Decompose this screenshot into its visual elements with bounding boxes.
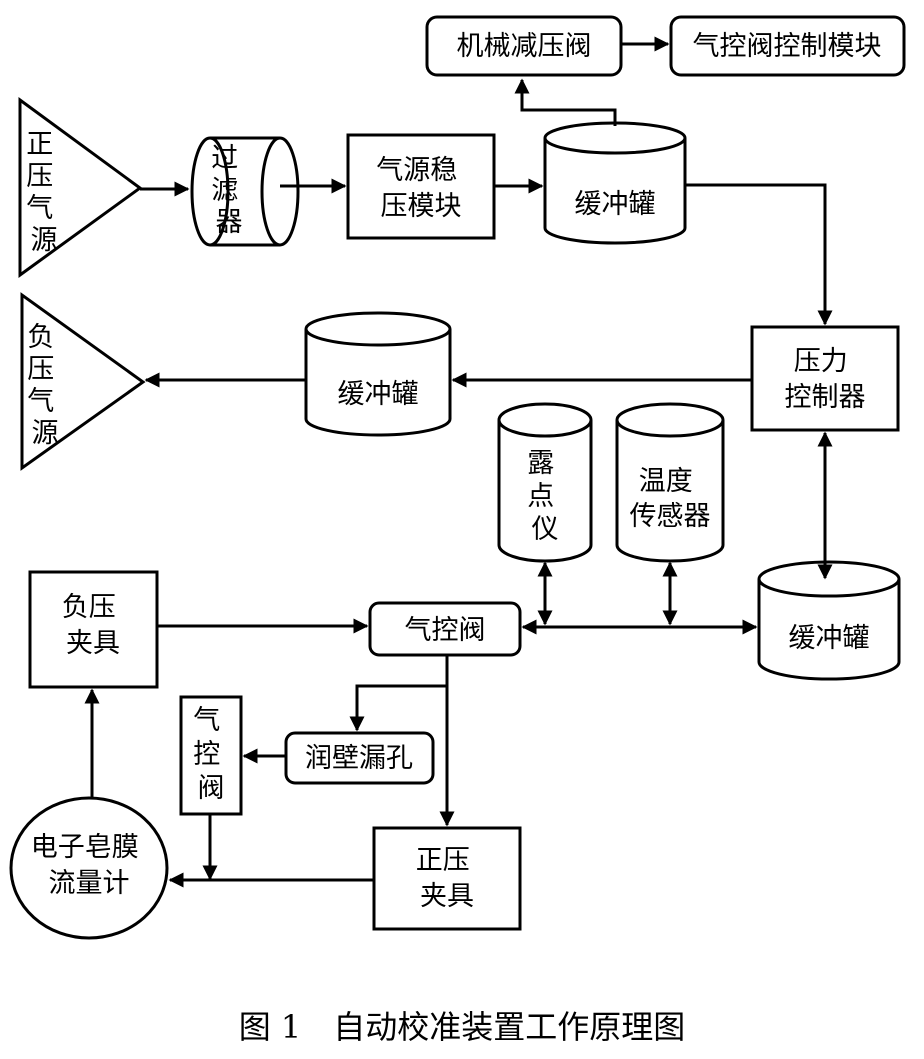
wet-wall-leak-label: 润壁漏孔: [305, 743, 413, 774]
neg-fixture-box: [28, 570, 159, 689]
positive-source-shape: [18, 97, 143, 278]
temp-sensor-label: 温度 传感器: [630, 466, 711, 532]
valve-control-box: [669, 15, 906, 77]
buffer-top-label: 缓冲罐: [575, 189, 656, 220]
dew-meter-shape: [497, 402, 593, 563]
pressure-controller-label: 压力 控制器: [785, 346, 866, 413]
pos-fixture-box: [372, 826, 522, 931]
figure-caption: 图 1 自动校准装置工作原理图: [239, 1008, 686, 1046]
arrow-buffer-mechvalve: [514, 78, 617, 126]
neg-fixture-label: 负压 夹具: [62, 592, 125, 659]
buffer-top-shape: [543, 121, 687, 245]
negative-source-label: 负 压 气 源: [27, 322, 63, 449]
positive-source-label: 正 压 气 源: [26, 129, 62, 256]
negative-source-shape: [20, 292, 146, 471]
flowmeter-label: 电子皂膜 流量计: [31, 832, 148, 899]
filter-shape: [190, 136, 300, 247]
mech-valve-box: [425, 15, 623, 77]
pneumatic-valve-small-label: 气 控 阀: [193, 705, 229, 804]
flowmeter-shape: [9, 796, 169, 940]
pneumatic-valve-box: [368, 601, 522, 657]
regulator-label: 气源稳 压模块: [376, 155, 466, 222]
buffer-mid-label: 缓冲罐: [338, 379, 419, 410]
pressure-controller-box: [750, 325, 900, 432]
pos-fixture-label: 正压 夹具: [416, 845, 479, 912]
pneumatic-valve-label: 气控阀: [405, 615, 486, 646]
wet-wall-leak-box: [284, 731, 435, 785]
mech-valve-label: 机械减压阀: [457, 31, 592, 62]
filter-label: 过 滤 器: [211, 143, 247, 238]
valve-control-label: 气控阀控制模块: [693, 31, 882, 62]
arrow-buffer-controller: [685, 183, 833, 326]
buffer-mid-shape: [304, 311, 452, 437]
arrow-branch-leak: [349, 684, 447, 732]
buffer-bottom-shape: [757, 560, 901, 681]
dew-meter-label: 露 点 仪: [527, 448, 563, 545]
regulator-box: [346, 133, 496, 240]
temp-sensor-shape: [615, 402, 725, 563]
buffer-bottom-label: 缓冲罐: [789, 623, 870, 654]
